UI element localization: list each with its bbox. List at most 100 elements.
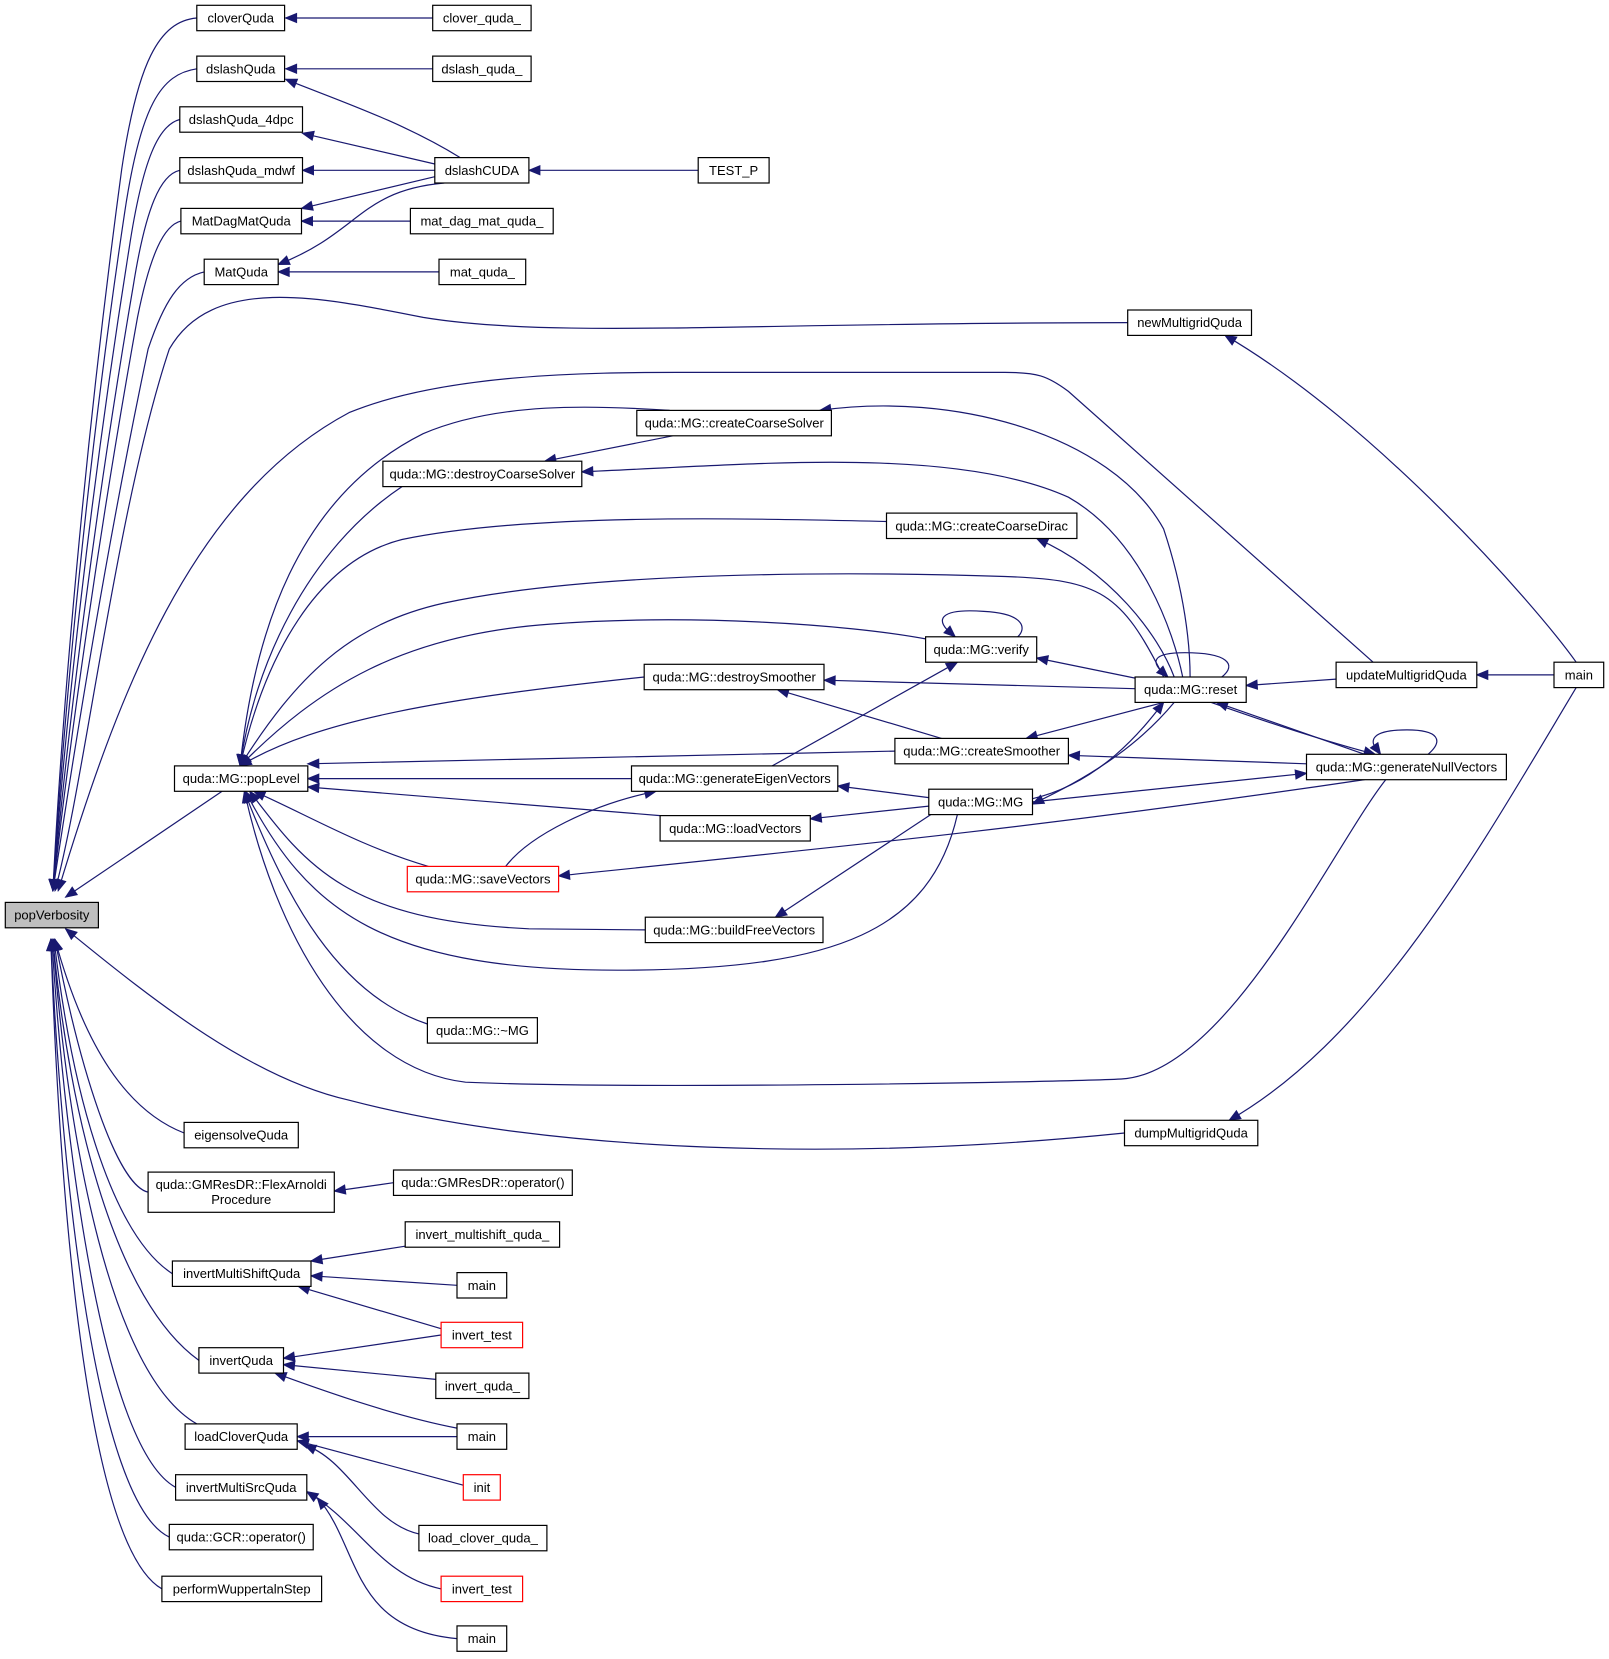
node-main-top[interactable]: main (1553, 661, 1605, 689)
node-mgdtor[interactable]: quda::MG::~MG (426, 1017, 538, 1044)
node-main-iq[interactable]: main (456, 1423, 508, 1450)
arrowhead-icon (301, 130, 315, 142)
node-invertmultishiftquda[interactable]: invertMultiShiftQuda (171, 1260, 312, 1287)
arrowhead-icon (305, 1490, 320, 1503)
node-invert-quda-[interactable]: invert_quda_ (435, 1372, 530, 1400)
node-invert-test-2[interactable]: invert_test (440, 1575, 524, 1603)
arrowhead-icon (1152, 701, 1165, 715)
node-box (196, 55, 286, 83)
call-edge (581, 461, 1184, 678)
node-popverbosity[interactable]: popVerbosity (4, 901, 99, 929)
arrowhead-icon (1244, 679, 1259, 690)
call-edge (310, 1275, 458, 1286)
node-destroycoarsesolver[interactable]: quda::MG::destroyCoarseSolver (382, 460, 583, 488)
call-edge (52, 271, 205, 891)
node-label: quda::MG::generateNullVectors (1316, 759, 1498, 774)
node-label: TEST_P (709, 163, 758, 178)
node-box (885, 512, 1078, 540)
node-performwuppertalnstep[interactable]: performWuppertalnStep (161, 1575, 323, 1603)
node-box (173, 765, 309, 792)
node-box (456, 1271, 508, 1299)
node-matdagmatquda[interactable]: MatDagMatQuda (180, 207, 303, 235)
node-box (179, 106, 304, 133)
call-edge (301, 176, 435, 209)
node-dslashquda[interactable]: dslashQuda (196, 55, 286, 83)
call-edge (837, 785, 929, 799)
node-label: invert_test (452, 1328, 512, 1343)
node-label: invertQuda (209, 1353, 273, 1368)
node-invert-multishift-quda-[interactable]: invert_multishift_quda_ (404, 1221, 561, 1248)
call-edge (316, 1497, 458, 1640)
node-mat-quda-[interactable]: mat_quda_ (438, 258, 527, 286)
node-dslashquda-mdwf[interactable]: dslashQuda_mdwf (179, 157, 304, 184)
arrowhead-icon (1369, 741, 1382, 756)
node-matquda[interactable]: MatQuda (203, 258, 279, 286)
node-label: main (468, 1278, 496, 1293)
call-edge (1036, 537, 1175, 678)
node-cloverquda[interactable]: cloverQuda (196, 4, 286, 32)
call-edge (304, 1444, 420, 1535)
node-dslashquda-4dpc[interactable]: dslashQuda_4dpc (179, 106, 304, 133)
node-loadvectors[interactable]: quda::MG::loadVectors (659, 814, 811, 842)
node-label: quda::MG::reset (1144, 682, 1238, 697)
node-invertquda[interactable]: invertQuda (198, 1347, 285, 1374)
arrowhead-icon (332, 1184, 347, 1195)
call-edge (1228, 687, 1577, 1121)
node-createcoarsesolver[interactable]: quda::MG::createCoarseSolver (636, 409, 832, 437)
node-load-clover-quda-[interactable]: load_clover_quda_ (418, 1524, 548, 1552)
node-init[interactable]: init (462, 1474, 501, 1501)
node-main-ms[interactable]: main (456, 1271, 508, 1299)
node-createsmoother[interactable]: quda::MG::createSmoother (894, 737, 1070, 765)
node-dslash-quda-[interactable]: dslash_quda_ (432, 55, 532, 83)
arrowhead-icon (1031, 794, 1046, 805)
call-edge (243, 791, 428, 1025)
node-createcoarsedirac[interactable]: quda::MG::createCoarseDirac (885, 512, 1078, 540)
node-poplevel[interactable]: quda::MG::popLevel (173, 765, 309, 792)
call-edge (297, 1440, 464, 1486)
node-test-p[interactable]: TEST_P (697, 157, 770, 184)
node-dumpmultigridquda[interactable]: dumpMultigridQuda (1123, 1119, 1259, 1147)
call-edge (52, 118, 180, 891)
node-label: mat_dag_mat_quda_ (420, 214, 544, 229)
node-label: dslashQuda_mdwf (187, 163, 295, 178)
call-edge (1032, 702, 1175, 805)
arrowhead-icon (303, 1444, 318, 1455)
node-savevectors[interactable]: quda::MG::saveVectors (406, 865, 560, 893)
call-edge (65, 790, 223, 898)
node-buildfreevectors[interactable]: quda::MG::buildFreeVectors (644, 916, 824, 944)
arrowhead-icon (56, 878, 67, 892)
node-box (404, 1221, 561, 1248)
node-loadcloverquda[interactable]: loadCloverQuda (184, 1423, 298, 1450)
node-box (435, 1372, 530, 1400)
call-edge (544, 435, 673, 462)
node-dslashcuda[interactable]: dslashCUDA (434, 157, 530, 184)
arrowhead-icon (284, 63, 298, 75)
node-mat-dag-mat-quda-[interactable]: mat_dag_mat_quda_ (409, 207, 554, 235)
node-invertmultisrcquda[interactable]: invertMultiSrcQuda (175, 1474, 308, 1501)
call-edge (298, 1285, 442, 1330)
node-invert-test-1[interactable]: invert_test (440, 1321, 524, 1349)
node-label: invert_test (452, 1581, 512, 1596)
arrowhead-icon (300, 215, 313, 227)
call-edge (249, 790, 646, 931)
node-eigensolvequda[interactable]: eigensolveQuda (183, 1121, 299, 1149)
node-generateeigenvectors[interactable]: quda::MG::generateEigenVectors (630, 765, 839, 792)
node-clover-quda-[interactable]: clover_quda_ (432, 4, 532, 32)
node-updatemultigridquda[interactable]: updateMultigridQuda (1335, 661, 1478, 689)
node-generatenullvectors[interactable]: quda::MG::generateNullVectors (1305, 753, 1507, 781)
node-main-bottom[interactable]: main (456, 1625, 508, 1652)
node-destroysmoother[interactable]: quda::MG::destroySmoother (643, 663, 825, 691)
node-reset[interactable]: quda::MG::reset (1134, 676, 1247, 703)
call-edge (307, 750, 895, 765)
node-newmultigridquda[interactable]: newMultigridQuda (1127, 309, 1253, 336)
call-edge (1025, 701, 1164, 739)
node-box (636, 409, 832, 437)
node-box (438, 258, 527, 286)
node-gmresdrop[interactable]: quda::GMResDR::operator() (392, 1169, 573, 1196)
node-verify[interactable]: quda::MG::verify (924, 636, 1038, 663)
node-gcrop[interactable]: quda::GCR::operator() (168, 1523, 314, 1551)
node-mgctor[interactable]: quda::MG::MG (928, 788, 1034, 816)
call-edge (239, 619, 926, 767)
call-edge (239, 518, 887, 767)
